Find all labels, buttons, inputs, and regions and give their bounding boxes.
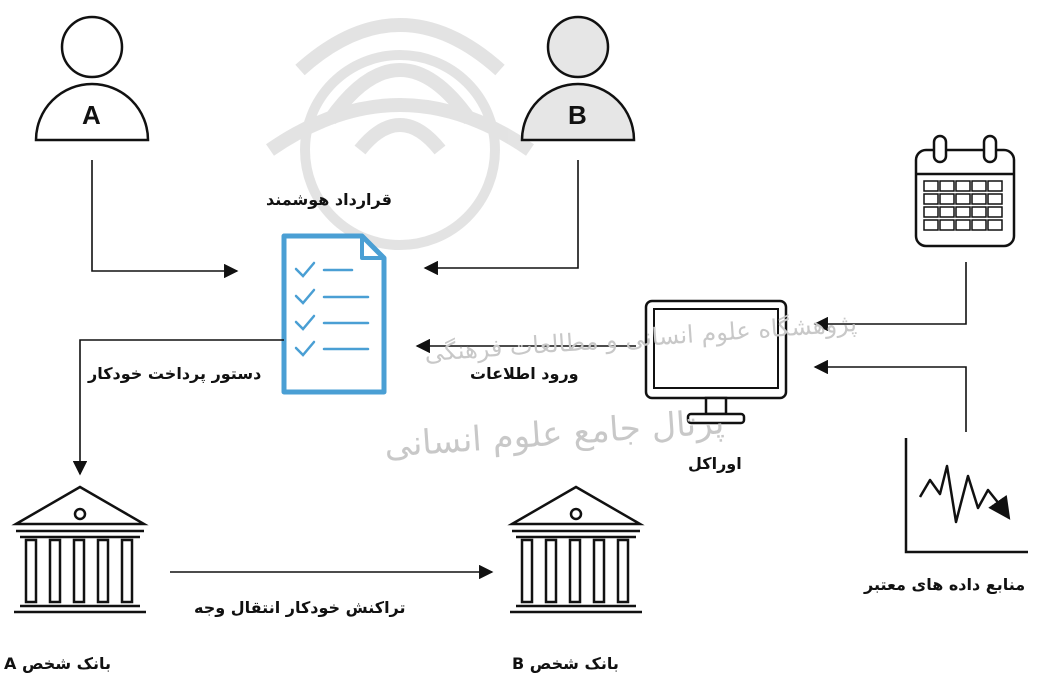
data-sources-chart-icon — [904, 438, 1028, 554]
smart-contract-label: قرارداد هوشمند — [266, 190, 392, 209]
payment-order-label: دستور پرداخت خودکار — [88, 364, 262, 383]
person-a-letter: A — [82, 100, 101, 130]
arrow-person-a-to-contract — [91, 160, 239, 279]
arrow-data-sources-to-oracle — [813, 359, 967, 432]
person-a-icon — [34, 15, 150, 142]
bank-a-icon — [11, 485, 149, 614]
watermark-emblem — [266, 18, 534, 250]
arrow-calendar-to-oracle — [813, 262, 967, 332]
oracle-monitor-icon — [644, 299, 788, 425]
data-input-label: ورود اطلاعات — [470, 364, 579, 383]
bank-b-icon — [507, 485, 645, 614]
auto-transfer-label: تراکنش خودکار انتقال وجه — [194, 598, 406, 617]
smart-contract-document-icon — [281, 233, 387, 395]
bank-a-label: بانک شخص A — [4, 654, 112, 673]
oracle-label: اوراکل — [688, 454, 742, 473]
person-b-letter: B — [568, 100, 587, 130]
arrow-person-b-to-contract — [423, 160, 579, 276]
arrow-contract-to-bank-a — [72, 339, 284, 476]
calendar-icon — [914, 134, 1016, 248]
trusted-sources-label: منابع داده های معتبر — [864, 575, 1026, 594]
person-b-icon — [520, 15, 636, 142]
bank-b-label: بانک شخص B — [512, 654, 619, 673]
